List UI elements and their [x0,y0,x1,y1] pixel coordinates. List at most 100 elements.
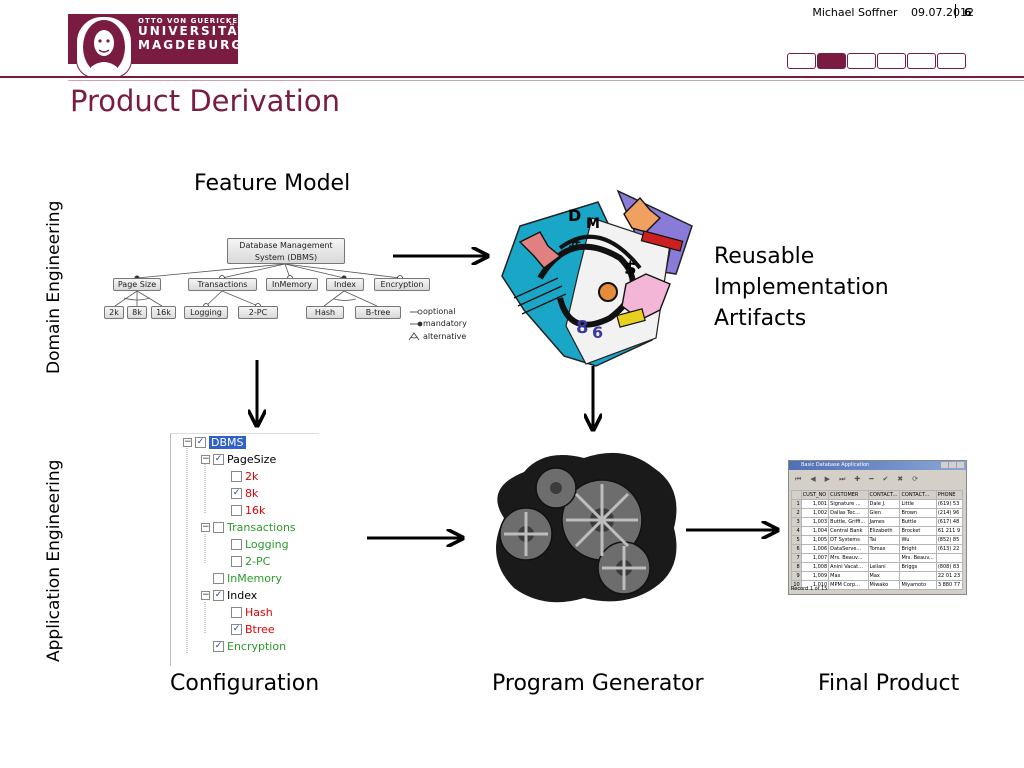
tree-checkbox[interactable] [231,607,242,618]
table-cell: (852) 85 [935,535,964,545]
tree-checkbox[interactable] [213,573,224,584]
table-cell: Dale J. [867,499,901,509]
tree-item[interactable]: 2-PC [219,555,270,568]
header-rule-secondary [68,80,1024,81]
table-cell: James [867,517,901,527]
tree-checkbox[interactable]: ✓ [195,437,206,448]
column-header[interactable]: PHONE [935,490,964,500]
table-cell: 1,010 [800,580,830,590]
tree-checkbox[interactable]: ✓ [213,454,224,465]
tree-item[interactable]: −✓Index [201,589,257,602]
tree-checkbox[interactable] [213,522,224,533]
progress-box [787,53,816,69]
svg-text:M: M [586,216,600,232]
progress-box [817,53,846,69]
tree-root[interactable]: −✓DBMS [183,436,246,449]
fm-page-2k: 2k [104,306,124,319]
fm-logging: Logging [184,306,228,319]
collapse-icon[interactable]: − [201,454,210,464]
fm-root-line-1: Database Management [239,241,333,250]
tree-item[interactable]: ✓Btree [219,623,275,636]
table-cell: Little [899,499,937,509]
tree-checkbox[interactable]: ✓ [213,641,224,652]
column-header[interactable]: CONTACT... [867,490,901,500]
maximize-icon[interactable] [949,462,956,468]
final-product-label: Final Product [818,671,960,696]
table-cell: 1,008 [800,562,830,572]
reusable-artifacts-label: Reusable Implementation Artifacts [714,241,889,334]
tree-item[interactable]: 16k [219,504,265,517]
table-cell: Anini Vacat... [828,562,869,572]
minimize-icon[interactable] [941,462,948,468]
table-cell: Mrs. Beauv... [828,553,869,563]
column-header[interactable]: CUSTOMER [828,490,869,500]
progress-box [847,53,876,69]
table-cell: (619) 53 [935,499,964,509]
tree-item[interactable]: ✓Encryption [201,640,286,653]
tree-item[interactable]: − Transactions [201,521,296,534]
tree-item-label: Transactions [227,521,296,534]
table-cell: Buttle, Griffi... [828,517,869,527]
tree-checkbox[interactable] [231,471,242,482]
tree-item-label: 2-PC [245,555,271,568]
table-cell: Central Bank [828,526,869,536]
tree-checkbox[interactable] [231,539,242,550]
table-cell: 1,003 [800,517,830,527]
table-cell: Briggs [899,562,937,572]
table-cell: Mrs. Beauv... [899,553,937,563]
tree-checkbox[interactable] [231,505,242,516]
tree-checkbox[interactable]: ✓ [231,624,242,635]
slide-progress [787,53,966,69]
reusable-artifacts-clipart-icon: D M # $ 8 6 [501,189,693,367]
tree-guide-lines [186,448,206,654]
close-icon[interactable] [957,462,964,468]
tree-checkbox[interactable]: ✓ [213,590,224,601]
table-cell: 22 01 23 [935,571,964,581]
column-header[interactable]: CONTACT... [899,490,937,500]
tree-item[interactable]: ✓8k [219,487,258,500]
logo-line-2: UNIVERSITÄT [138,24,248,39]
table-cell: (808) 83 [935,562,964,572]
table-cell: MPM Corp... [828,580,869,590]
collapse-icon[interactable]: − [183,437,192,447]
row-number: 6 [791,544,802,554]
progress-box [937,53,966,69]
table-corner [791,490,802,500]
header-rule [0,76,1024,78]
tree-item[interactable]: InMemory [201,572,282,585]
row-number: 3 [791,517,802,527]
final-product-window: Basic Database Application ⏮◀▶⏭✚━✔✖⟳ CUS… [788,460,967,595]
svg-text:$: $ [624,258,637,279]
legend-mandatory: mandatory [423,319,467,328]
tree-checkbox[interactable] [231,556,242,567]
tree-item[interactable]: 2k [219,470,258,483]
table-cell: Glen [867,508,901,518]
table-cell: Elizabeth [867,526,901,536]
collapse-icon[interactable]: − [201,522,210,532]
table-cell: DataServe... [828,544,869,554]
tree-item[interactable]: Hash [219,606,273,619]
table-cell: Miwako [867,580,901,590]
tree-item-label: DBMS [209,436,246,449]
table-cell: Brown [899,508,937,518]
tree-checkbox[interactable]: ✓ [231,488,242,499]
table-cell: Dallas Tec... [828,508,869,518]
row-number: 5 [791,535,802,545]
configuration-label: Configuration [170,671,320,696]
column-header[interactable]: CUST_NO [800,490,830,500]
tree-item[interactable]: Logging [219,538,289,551]
collapse-icon[interactable]: − [201,590,210,600]
navigation-toolbar[interactable]: ⏮◀▶⏭✚━✔✖⟳ [795,475,928,483]
tree-item[interactable]: −✓PageSize [201,453,276,466]
legend-optional: optional [423,307,456,316]
